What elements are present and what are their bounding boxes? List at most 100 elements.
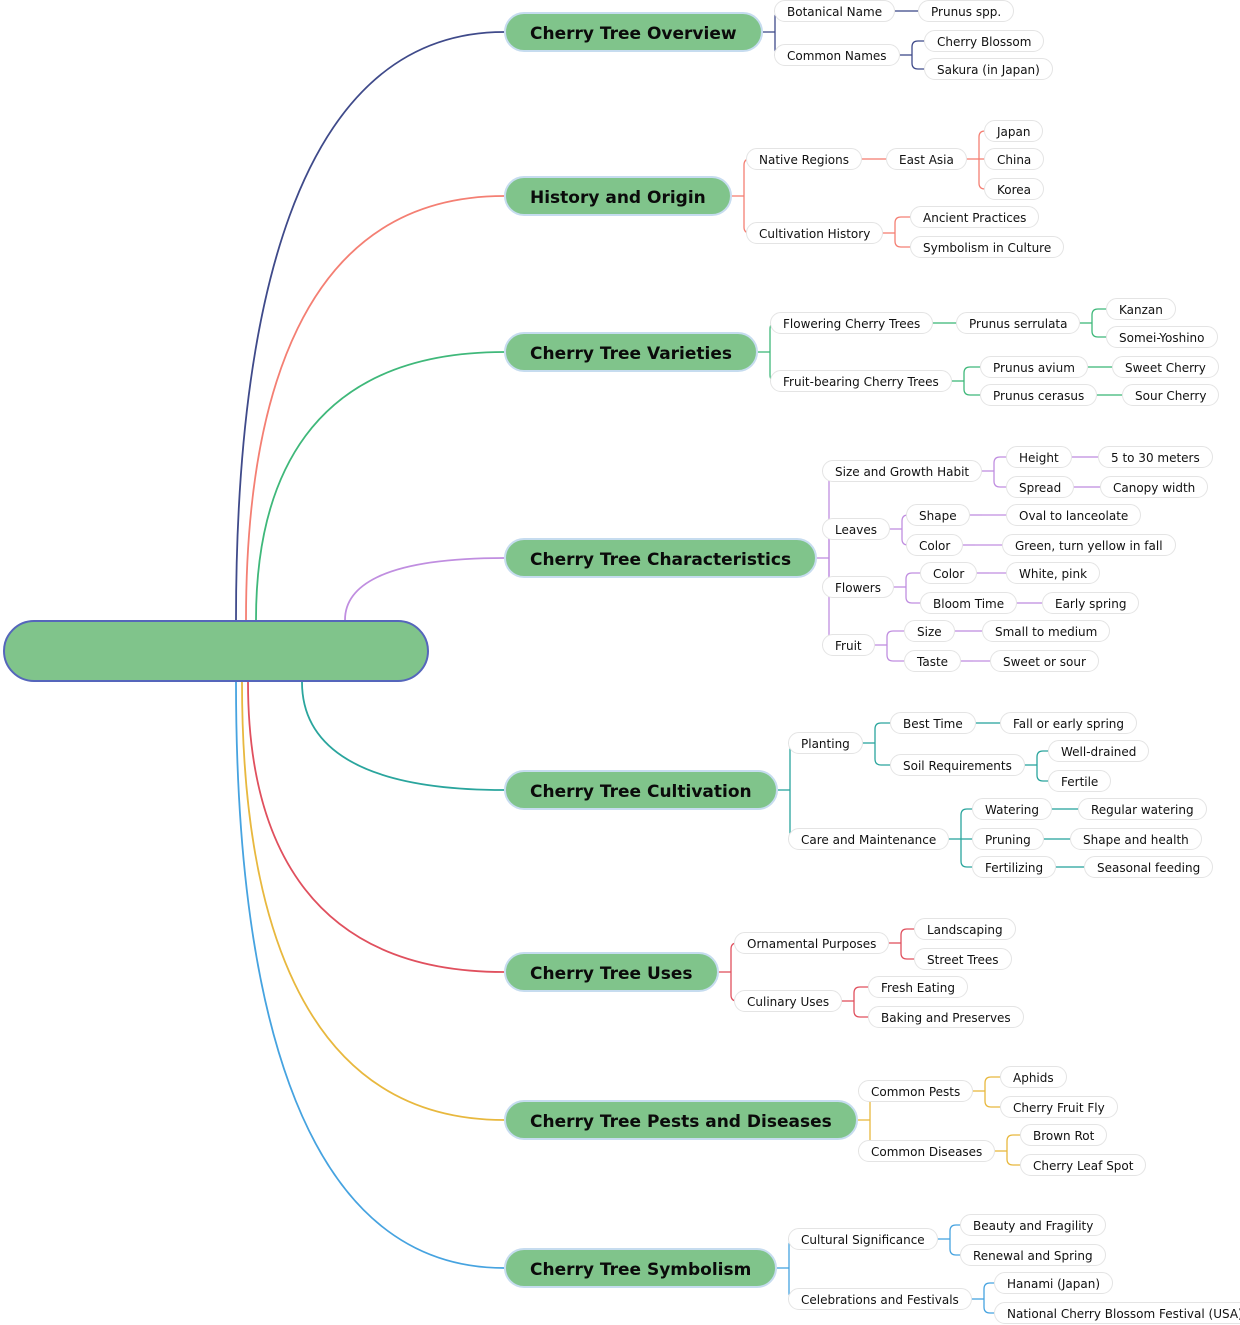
node-5-to-30-meters[interactable]: 5 to 30 meters bbox=[1098, 446, 1213, 468]
node-prunus-cerasus[interactable]: Prunus cerasus bbox=[980, 384, 1098, 406]
connector-line bbox=[1006, 1134, 1020, 1151]
node-kanzan[interactable]: Kanzan bbox=[1106, 298, 1176, 320]
node-japan[interactable]: Japan bbox=[984, 120, 1044, 142]
branch-node-cherry-tree-uses[interactable]: Cherry Tree Uses bbox=[504, 952, 719, 992]
node-fertilizing[interactable]: Fertilizing bbox=[972, 856, 1057, 878]
branch-connector bbox=[255, 351, 505, 621]
node-cherry-blossom[interactable]: Cherry Blossom bbox=[924, 30, 1045, 52]
connector-line bbox=[905, 572, 920, 587]
node-cherry-fruit-fly[interactable]: Cherry Fruit Fly bbox=[1000, 1096, 1118, 1118]
node-common-pests[interactable]: Common Pests bbox=[858, 1080, 974, 1102]
node-color[interactable]: Color bbox=[920, 562, 978, 584]
node-seasonal-feeding[interactable]: Seasonal feeding bbox=[1084, 856, 1214, 878]
node-shape[interactable]: Shape bbox=[906, 504, 970, 526]
node-well-drained[interactable]: Well-drained bbox=[1048, 740, 1150, 762]
node-flowering-cherry-trees[interactable]: Flowering Cherry Trees bbox=[770, 312, 934, 334]
node-best-time[interactable]: Best Time bbox=[890, 712, 976, 734]
node-pruning[interactable]: Pruning bbox=[972, 828, 1044, 850]
node-care-and-maintenance[interactable]: Care and Maintenance bbox=[788, 828, 950, 850]
node-shape-and-health[interactable]: Shape and health bbox=[1070, 828, 1202, 850]
node-sour-cherry[interactable]: Sour Cherry bbox=[1122, 384, 1220, 406]
node-culinary-uses[interactable]: Culinary Uses bbox=[734, 990, 843, 1012]
node-early-spring[interactable]: Early spring bbox=[1042, 592, 1140, 614]
node-prunus-spp[interactable]: Prunus spp. bbox=[918, 0, 1015, 22]
connector-line bbox=[911, 40, 924, 55]
node-watering[interactable]: Watering bbox=[972, 798, 1053, 820]
node-china[interactable]: China bbox=[984, 148, 1045, 170]
connector-line bbox=[960, 839, 972, 868]
node-common-names[interactable]: Common Names bbox=[774, 44, 900, 66]
node-fertile[interactable]: Fertile bbox=[1048, 770, 1112, 792]
node-celebrations-and-festivals[interactable]: Celebrations and Festivals bbox=[788, 1288, 972, 1310]
branch-node-cherry-tree-symbolism[interactable]: Cherry Tree Symbolism bbox=[504, 1248, 778, 1288]
node-height[interactable]: Height bbox=[1006, 446, 1072, 468]
branch-node-cherry-tree-cultivation[interactable]: Cherry Tree Cultivation bbox=[504, 770, 778, 810]
branch-connector bbox=[344, 557, 505, 621]
branch-node-cherry-tree-pests-and-diseases[interactable]: Cherry Tree Pests and Diseases bbox=[504, 1100, 858, 1140]
node-botanical-name[interactable]: Botanical Name bbox=[774, 0, 896, 22]
node-color[interactable]: Color bbox=[906, 534, 964, 556]
node-beauty-and-fragility[interactable]: Beauty and Fragility bbox=[960, 1214, 1107, 1236]
node-size[interactable]: Size bbox=[904, 620, 955, 642]
connector-line bbox=[1091, 323, 1106, 338]
node-ancient-practices[interactable]: Ancient Practices bbox=[910, 206, 1040, 228]
node-aphids[interactable]: Aphids bbox=[1000, 1066, 1067, 1088]
connector-line bbox=[949, 1239, 960, 1256]
node-flowers[interactable]: Flowers bbox=[822, 576, 894, 598]
node-soil-requirements[interactable]: Soil Requirements bbox=[890, 754, 1025, 776]
connector-line bbox=[822, 558, 836, 646]
node-sakura-in-japan[interactable]: Sakura (in Japan) bbox=[924, 58, 1053, 80]
node-national-cherry-blossom-festival-usa[interactable]: National Cherry Blossom Festival (USA) bbox=[994, 1302, 1240, 1324]
connector-line bbox=[993, 456, 1006, 471]
node-common-diseases[interactable]: Common Diseases bbox=[858, 1140, 996, 1162]
node-hanami-japan[interactable]: Hanami (Japan) bbox=[994, 1272, 1114, 1294]
node-symbolism-in-culture[interactable]: Symbolism in Culture bbox=[910, 236, 1065, 258]
node-oval-to-lanceolate[interactable]: Oval to lanceolate bbox=[1006, 504, 1142, 526]
node-fruit-bearing-cherry-trees[interactable]: Fruit-bearing Cherry Trees bbox=[770, 370, 952, 392]
node-sweet-or-sour[interactable]: Sweet or sour bbox=[990, 650, 1099, 672]
node-cherry-leaf-spot[interactable]: Cherry Leaf Spot bbox=[1020, 1154, 1147, 1176]
branch-node-cherry-tree-overview[interactable]: Cherry Tree Overview bbox=[504, 12, 763, 52]
branch-node-cherry-tree-varieties[interactable]: Cherry Tree Varieties bbox=[504, 332, 759, 372]
connector-line bbox=[960, 808, 972, 839]
connector-line bbox=[886, 645, 904, 662]
connector-line bbox=[963, 366, 980, 381]
node-renewal-and-spring[interactable]: Renewal and Spring bbox=[960, 1244, 1106, 1266]
node-somei-yoshino[interactable]: Somei-Yoshino bbox=[1106, 326, 1218, 348]
node-brown-rot[interactable]: Brown Rot bbox=[1020, 1124, 1108, 1146]
node-sweet-cherry[interactable]: Sweet Cherry bbox=[1112, 356, 1219, 378]
node-planting[interactable]: Planting bbox=[788, 732, 863, 754]
node-prunus-serrulata[interactable]: Prunus serrulata bbox=[956, 312, 1081, 334]
node-canopy-width[interactable]: Canopy width bbox=[1100, 476, 1209, 498]
node-cultivation-history[interactable]: Cultivation History bbox=[746, 222, 884, 244]
node-fresh-eating[interactable]: Fresh Eating bbox=[868, 976, 968, 998]
node-white-pink[interactable]: White, pink bbox=[1006, 562, 1101, 584]
node-ornamental-purposes[interactable]: Ornamental Purposes bbox=[734, 932, 890, 954]
node-fall-or-early-spring[interactable]: Fall or early spring bbox=[1000, 712, 1138, 734]
branch-connector bbox=[241, 681, 505, 1121]
node-taste[interactable]: Taste bbox=[904, 650, 962, 672]
node-small-to-medium[interactable]: Small to medium bbox=[982, 620, 1111, 642]
node-baking-and-preserves[interactable]: Baking and Preserves bbox=[868, 1006, 1024, 1028]
node-east-asia[interactable]: East Asia bbox=[886, 148, 967, 170]
root-node[interactable] bbox=[3, 620, 429, 682]
node-size-and-growth-habit[interactable]: Size and Growth Habit bbox=[822, 460, 983, 482]
node-leaves[interactable]: Leaves bbox=[822, 518, 890, 540]
node-regular-watering[interactable]: Regular watering bbox=[1078, 798, 1207, 820]
connector-line bbox=[894, 216, 910, 233]
branch-node-cherry-tree-characteristics[interactable]: Cherry Tree Characteristics bbox=[504, 538, 818, 578]
node-native-regions[interactable]: Native Regions bbox=[746, 148, 862, 170]
node-fruit[interactable]: Fruit bbox=[822, 634, 875, 656]
node-street-trees[interactable]: Street Trees bbox=[914, 948, 1012, 970]
node-green-turn-yellow-in-fall[interactable]: Green, turn yellow in fall bbox=[1002, 534, 1176, 556]
node-korea[interactable]: Korea bbox=[984, 178, 1045, 200]
node-spread[interactable]: Spread bbox=[1006, 476, 1075, 498]
node-landscaping[interactable]: Landscaping bbox=[914, 918, 1016, 940]
node-prunus-avium[interactable]: Prunus avium bbox=[980, 356, 1088, 378]
connector-line bbox=[874, 722, 890, 743]
branch-connector bbox=[245, 195, 505, 621]
node-cultural-significance[interactable]: Cultural Significance bbox=[788, 1228, 938, 1250]
branch-node-history-and-origin[interactable]: History and Origin bbox=[504, 176, 732, 216]
node-bloom-time[interactable]: Bloom Time bbox=[920, 592, 1018, 614]
